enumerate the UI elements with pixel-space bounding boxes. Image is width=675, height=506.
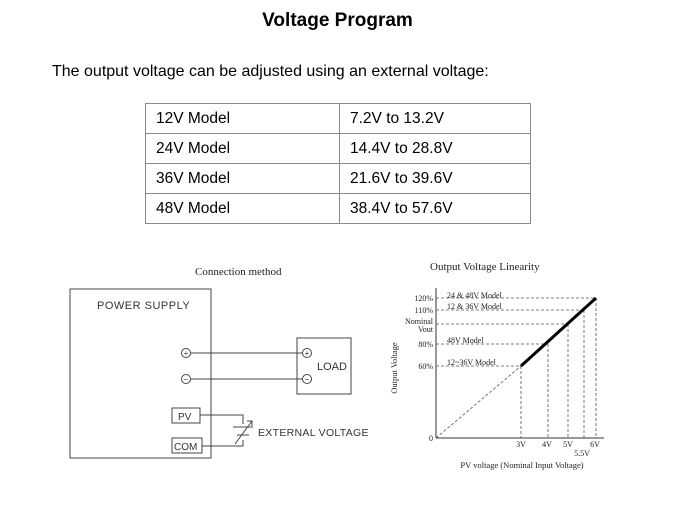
x-axis-label: PV voltage (Nominal Input Voltage): [460, 460, 583, 470]
load-minus-sign: −: [305, 375, 310, 384]
x-tick-5v: 5V: [563, 440, 573, 449]
model-cell: 36V Model: [145, 163, 340, 194]
load-minus-terminal-icon: [302, 374, 312, 384]
connection-diagram: Connection method POWER SUPPLY + − + − L…: [69, 266, 369, 459]
load-label: LOAD: [317, 361, 347, 373]
range-cell: 21.6V to 39.6V: [339, 163, 531, 194]
y-tick-80: 80%: [418, 340, 433, 349]
com-label: COM: [174, 442, 197, 453]
model-cell: 48V Model: [145, 193, 340, 224]
range-cell: 38.4V to 57.6V: [339, 193, 531, 224]
load-plus-sign: +: [305, 349, 310, 358]
y-tick-vout: Vout: [418, 325, 434, 334]
power-supply-box: [69, 288, 212, 459]
model-range-table: 12V Model 7.2V to 13.2V 24V Model 14.4V …: [145, 103, 531, 224]
y-tick-110: 110%: [415, 306, 434, 315]
load-plus-terminal-icon: [302, 348, 312, 358]
variable-arrow-icon: [234, 420, 253, 445]
variable-arrow-head-icon: [247, 420, 253, 426]
y-axis-label: Output Voltage: [389, 342, 399, 394]
label-12-36v-range-model: 12~36V Model: [447, 358, 497, 367]
x-tick-5-5v: 5.5V: [574, 449, 590, 458]
page-title: Voltage Program: [262, 10, 413, 31]
intro-text: The output voltage can be adjusted using…: [52, 63, 489, 80]
table-row: 48V Model 38.4V to 57.6V: [145, 193, 531, 224]
table-row: 24V Model 14.4V to 28.8V: [145, 133, 531, 164]
plus-terminal-icon: [181, 348, 191, 358]
pv-label: PV: [178, 412, 192, 423]
load-box: [296, 337, 352, 395]
guide-lines: [435, 297, 597, 439]
y-tick-120: 120%: [414, 294, 433, 303]
external-voltage-label: EXTERNAL VOLTAGE: [258, 427, 369, 439]
y-tick-60: 60%: [418, 362, 433, 371]
pv-wire: [200, 414, 244, 424]
label-48v-model: 48V Model: [447, 336, 484, 345]
linearity-heading: Output Voltage Linearity: [430, 261, 540, 273]
connection-heading: Connection method: [195, 266, 282, 278]
minus-terminal-icon: [181, 374, 191, 384]
y-tick-nominal: Nominal: [405, 317, 434, 326]
com-wire: [202, 440, 244, 447]
y-tick-0: 0: [429, 434, 433, 443]
range-cell: 14.4V to 28.8V: [339, 133, 531, 164]
model-cell: 12V Model: [145, 103, 340, 134]
table-row: 36V Model 21.6V to 39.6V: [145, 163, 531, 194]
x-tick-4v: 4V: [542, 440, 552, 449]
minus-sign: −: [184, 375, 189, 384]
plus-sign: +: [184, 349, 189, 358]
power-supply-label: POWER SUPPLY: [97, 300, 190, 312]
label-12-36v-model: 12 & 36V Model: [447, 302, 503, 311]
x-tick-6v: 6V: [590, 440, 600, 449]
label-24-48v-model: 24 & 48V Model: [447, 291, 503, 300]
linear-region-line: [519, 296, 598, 368]
linearity-chart: Output Voltage Linearity 120% 110% Nomin…: [389, 261, 604, 470]
x-tick-3v: 3V: [516, 440, 526, 449]
